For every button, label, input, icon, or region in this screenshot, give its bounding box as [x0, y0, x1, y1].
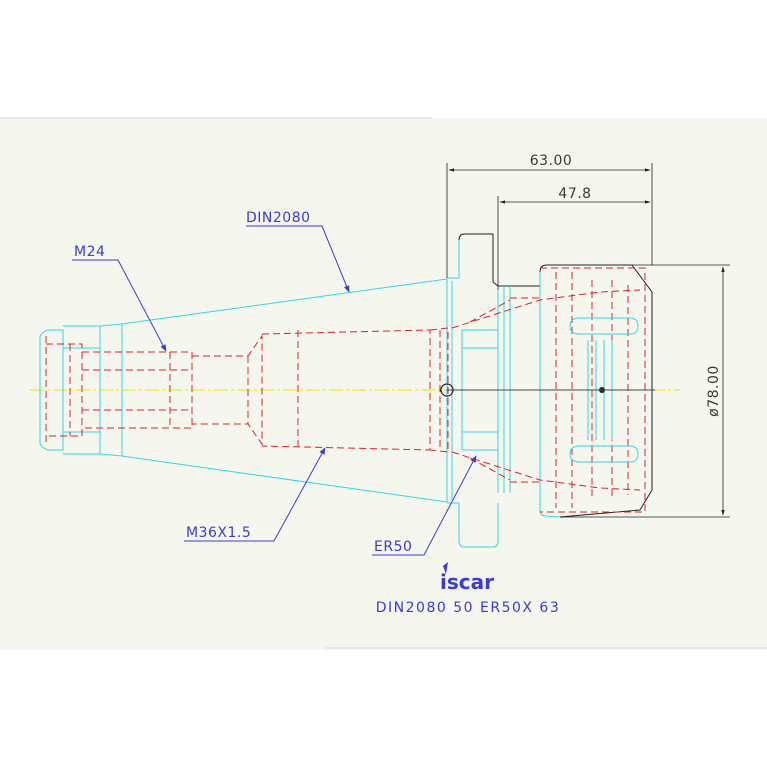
dimension-63 — [446, 163, 653, 278]
label-m24: M24 — [74, 244, 105, 260]
internal-bore-hidden-lines — [45, 327, 449, 453]
dimension-diameter-text: ø78.00 — [706, 365, 722, 417]
drawing-caption: DIN2080 50 ER50X 63 — [376, 600, 560, 616]
label-m36-leader — [273, 447, 326, 542]
iscar-logo: iscar — [440, 562, 494, 594]
logo-accent-icon — [443, 562, 448, 574]
label-din2080-leader — [321, 225, 350, 293]
label-m36: M36X1.5 — [186, 525, 251, 541]
label-er50: ER50 — [374, 539, 412, 555]
dimension-47-8-text: 47.8 — [558, 186, 591, 202]
dimension-47-8 — [497, 196, 651, 290]
dimension-diameter — [560, 264, 730, 518]
label-din2080: DIN2080 — [246, 210, 311, 226]
label-m24-leader — [117, 259, 167, 352]
dimension-63-text: 63.00 — [530, 153, 573, 169]
logo-wordmark: iscar — [440, 570, 494, 594]
flange-top-dark — [458, 233, 540, 287]
drawing-sheet — [0, 118, 767, 650]
label-er50-leader — [423, 455, 477, 556]
